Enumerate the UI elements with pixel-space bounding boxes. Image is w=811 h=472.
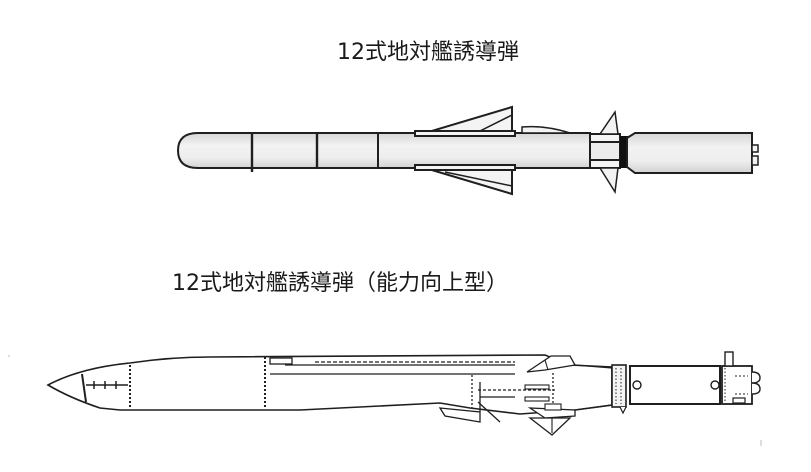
missile-2-title: 12式地対艦誘導弾（能力向上型） bbox=[172, 271, 508, 296]
missile-1-title: 12式地対艦誘導弾 bbox=[337, 40, 519, 65]
scan-marks bbox=[8, 355, 762, 446]
missile-2 bbox=[46, 351, 761, 436]
missile-1 bbox=[176, 105, 759, 196]
